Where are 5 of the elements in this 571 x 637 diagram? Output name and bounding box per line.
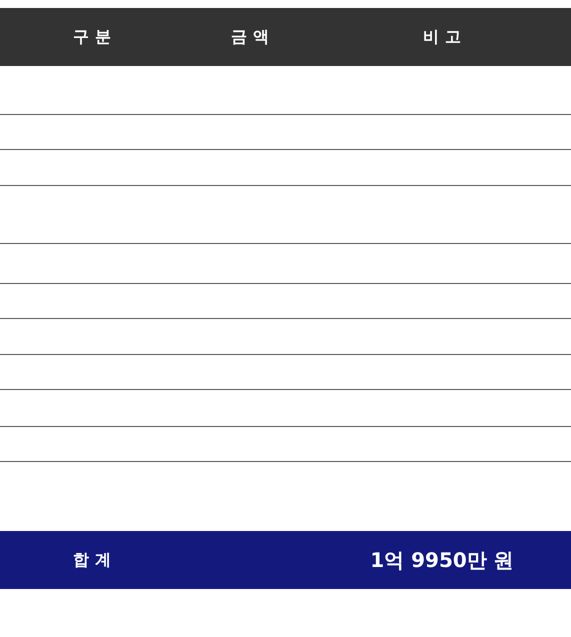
- column-header: 금 액: [231, 26, 269, 48]
- column-header: 비 고: [423, 26, 461, 48]
- total-amount: 1억 9950만 원: [370, 547, 514, 574]
- total-label: 합 계: [73, 550, 111, 571]
- column-header: 구 분: [73, 26, 111, 48]
